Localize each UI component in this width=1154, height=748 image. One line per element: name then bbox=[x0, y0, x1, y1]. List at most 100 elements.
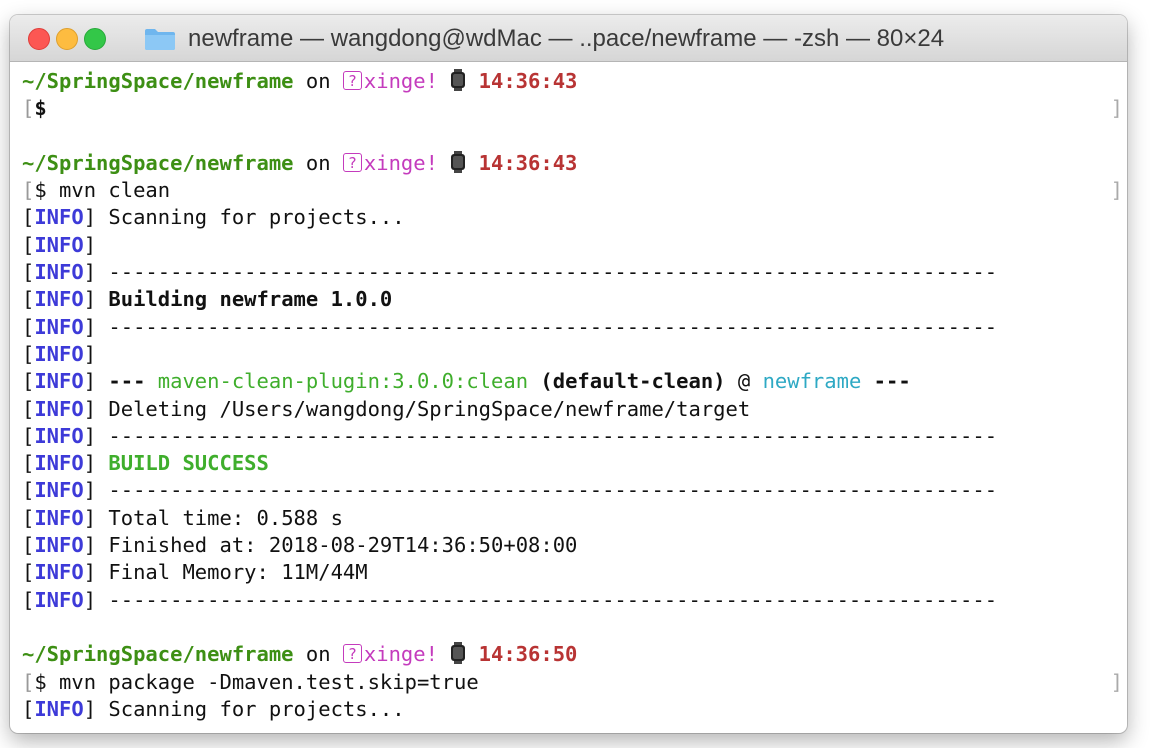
prompt-dollar: $ bbox=[34, 96, 47, 121]
info-tag: INFO bbox=[34, 260, 84, 285]
prompt-time: 14:36:50 bbox=[478, 642, 578, 667]
info-tag: INFO bbox=[34, 314, 84, 339]
info-close: ] bbox=[83, 260, 97, 285]
info-open: [ bbox=[22, 341, 35, 366]
prompt-line: ~/SpringSpace/newframe on ?xinge! 14:36:… bbox=[22, 150, 1127, 177]
info-tag: INFO bbox=[34, 560, 84, 585]
info-close: ] bbox=[83, 423, 97, 448]
left-bracket: [ bbox=[22, 669, 35, 694]
info-line: [INFO] ---------------------------------… bbox=[22, 423, 1127, 450]
info-close: ] bbox=[83, 478, 97, 503]
info-tag: INFO bbox=[34, 533, 84, 558]
info-line: [INFO] ---------------------------------… bbox=[22, 477, 1127, 504]
finished-at-text: Finished at: 2018-08-29T14:36:50+08:00 bbox=[108, 533, 578, 558]
plugin-name: maven-clean-plugin:3.0.0:clean bbox=[157, 369, 529, 394]
info-line: [INFO] ---------------------------------… bbox=[22, 259, 1127, 286]
info-close: ] bbox=[83, 341, 97, 366]
title-bar[interactable]: newframe — wangdong@wdMac — ..pace/newfr… bbox=[10, 15, 1127, 62]
info-line: [INFO] --- maven-clean-plugin:3.0.0:clea… bbox=[22, 368, 1127, 395]
info-close: ] bbox=[83, 369, 97, 394]
info-line: [INFO] bbox=[22, 232, 1127, 259]
info-open: [ bbox=[22, 478, 35, 503]
info-open: [ bbox=[22, 260, 35, 285]
info-line: [INFO] Scanning for projects... bbox=[22, 204, 1127, 231]
right-bracket: ] bbox=[1110, 669, 1123, 694]
left-bracket: [ bbox=[22, 178, 35, 203]
prompt-path: ~/SpringSpace/newframe bbox=[22, 69, 294, 93]
prompt-dollar: $ bbox=[34, 669, 47, 694]
terminal-output[interactable]: ~/SpringSpace/newframe on ?xinge! 14:36:… bbox=[10, 62, 1127, 733]
prompt-path: ~/SpringSpace/newframe bbox=[22, 150, 294, 175]
separator: ----------------------------------------… bbox=[108, 587, 998, 612]
info-text: Scanning for projects... bbox=[108, 205, 405, 230]
info-open: [ bbox=[22, 505, 35, 530]
command-text: mvn clean bbox=[59, 178, 171, 203]
info-tag: INFO bbox=[34, 505, 84, 530]
plugin-prefix: --- bbox=[108, 369, 146, 394]
build-success-text: BUILD SUCCESS bbox=[108, 451, 269, 476]
info-open: [ bbox=[22, 205, 35, 230]
separator: ----------------------------------------… bbox=[108, 314, 998, 339]
plugin-at: @ bbox=[737, 369, 751, 394]
info-open: [ bbox=[22, 314, 35, 339]
zoom-button[interactable] bbox=[84, 28, 106, 50]
info-line: [INFO] Total time: 0.588 s bbox=[22, 505, 1127, 532]
question-box-icon: ? bbox=[342, 71, 362, 90]
right-bracket: ] bbox=[1110, 178, 1123, 203]
info-open: [ bbox=[22, 423, 35, 448]
info-close: ] bbox=[83, 232, 97, 257]
info-close: ] bbox=[83, 533, 97, 558]
info-open: [ bbox=[22, 451, 35, 476]
watch-icon bbox=[451, 69, 466, 91]
prompt-time: 14:36:43 bbox=[478, 69, 578, 93]
info-open: [ bbox=[22, 533, 35, 558]
info-close: ] bbox=[83, 287, 97, 312]
info-tag: INFO bbox=[34, 232, 84, 257]
question-box-icon: ? bbox=[342, 644, 362, 664]
terminal-window: newframe — wangdong@wdMac — ..pace/newfr… bbox=[10, 15, 1127, 733]
info-tag: INFO bbox=[34, 287, 84, 312]
info-open: [ bbox=[22, 287, 35, 312]
info-tag: INFO bbox=[34, 423, 84, 448]
info-close: ] bbox=[83, 396, 97, 421]
info-close: ] bbox=[83, 451, 97, 476]
info-line: [INFO] Building newframe 1.0.0 bbox=[22, 286, 1127, 313]
info-text: Scanning for projects... bbox=[108, 696, 405, 721]
info-tag: INFO bbox=[34, 451, 84, 476]
blank-line bbox=[22, 614, 1127, 641]
right-bracket: ] bbox=[1110, 96, 1123, 121]
info-close: ] bbox=[83, 505, 97, 530]
info-tag: INFO bbox=[34, 369, 84, 394]
info-line: [INFO] bbox=[22, 341, 1127, 368]
info-close: ] bbox=[83, 314, 97, 339]
info-line: [INFO] Finished at: 2018-08-29T14:36:50+… bbox=[22, 532, 1127, 559]
prompt-time: 14:36:43 bbox=[478, 150, 578, 175]
prompt-path: ~/SpringSpace/newframe bbox=[22, 642, 294, 667]
command-line: [$ mvn clean] bbox=[22, 177, 1127, 204]
command-line: [$ mvn package -Dmaven.test.skip=true] bbox=[22, 669, 1127, 696]
info-tag: INFO bbox=[34, 396, 84, 421]
info-line: [INFO] Scanning for projects... bbox=[22, 696, 1127, 723]
command-text: mvn package -Dmaven.test.skip=true bbox=[59, 669, 479, 694]
info-tag: INFO bbox=[34, 696, 84, 721]
info-close: ] bbox=[83, 696, 97, 721]
minimize-button[interactable] bbox=[56, 28, 78, 50]
folder-icon bbox=[145, 29, 175, 50]
prompt-on: on bbox=[305, 69, 331, 93]
close-button[interactable] bbox=[28, 28, 50, 50]
prompt-on: on bbox=[305, 642, 331, 667]
separator: ----------------------------------------… bbox=[108, 478, 998, 503]
watch-icon bbox=[451, 150, 466, 173]
plugin-exec: (default-clean) bbox=[540, 369, 726, 394]
prompt-branch: xinge! bbox=[363, 69, 438, 93]
info-close: ] bbox=[83, 205, 97, 230]
info-open: [ bbox=[22, 587, 35, 612]
info-open: [ bbox=[22, 369, 35, 394]
info-open: [ bbox=[22, 232, 35, 257]
separator: ----------------------------------------… bbox=[108, 423, 998, 448]
plugin-project: newframe bbox=[762, 369, 862, 394]
info-tag: INFO bbox=[34, 587, 84, 612]
info-line: [INFO] ---------------------------------… bbox=[22, 314, 1127, 341]
info-close: ] bbox=[83, 587, 97, 612]
final-memory-text: Final Memory: 11M/44M bbox=[108, 560, 368, 585]
